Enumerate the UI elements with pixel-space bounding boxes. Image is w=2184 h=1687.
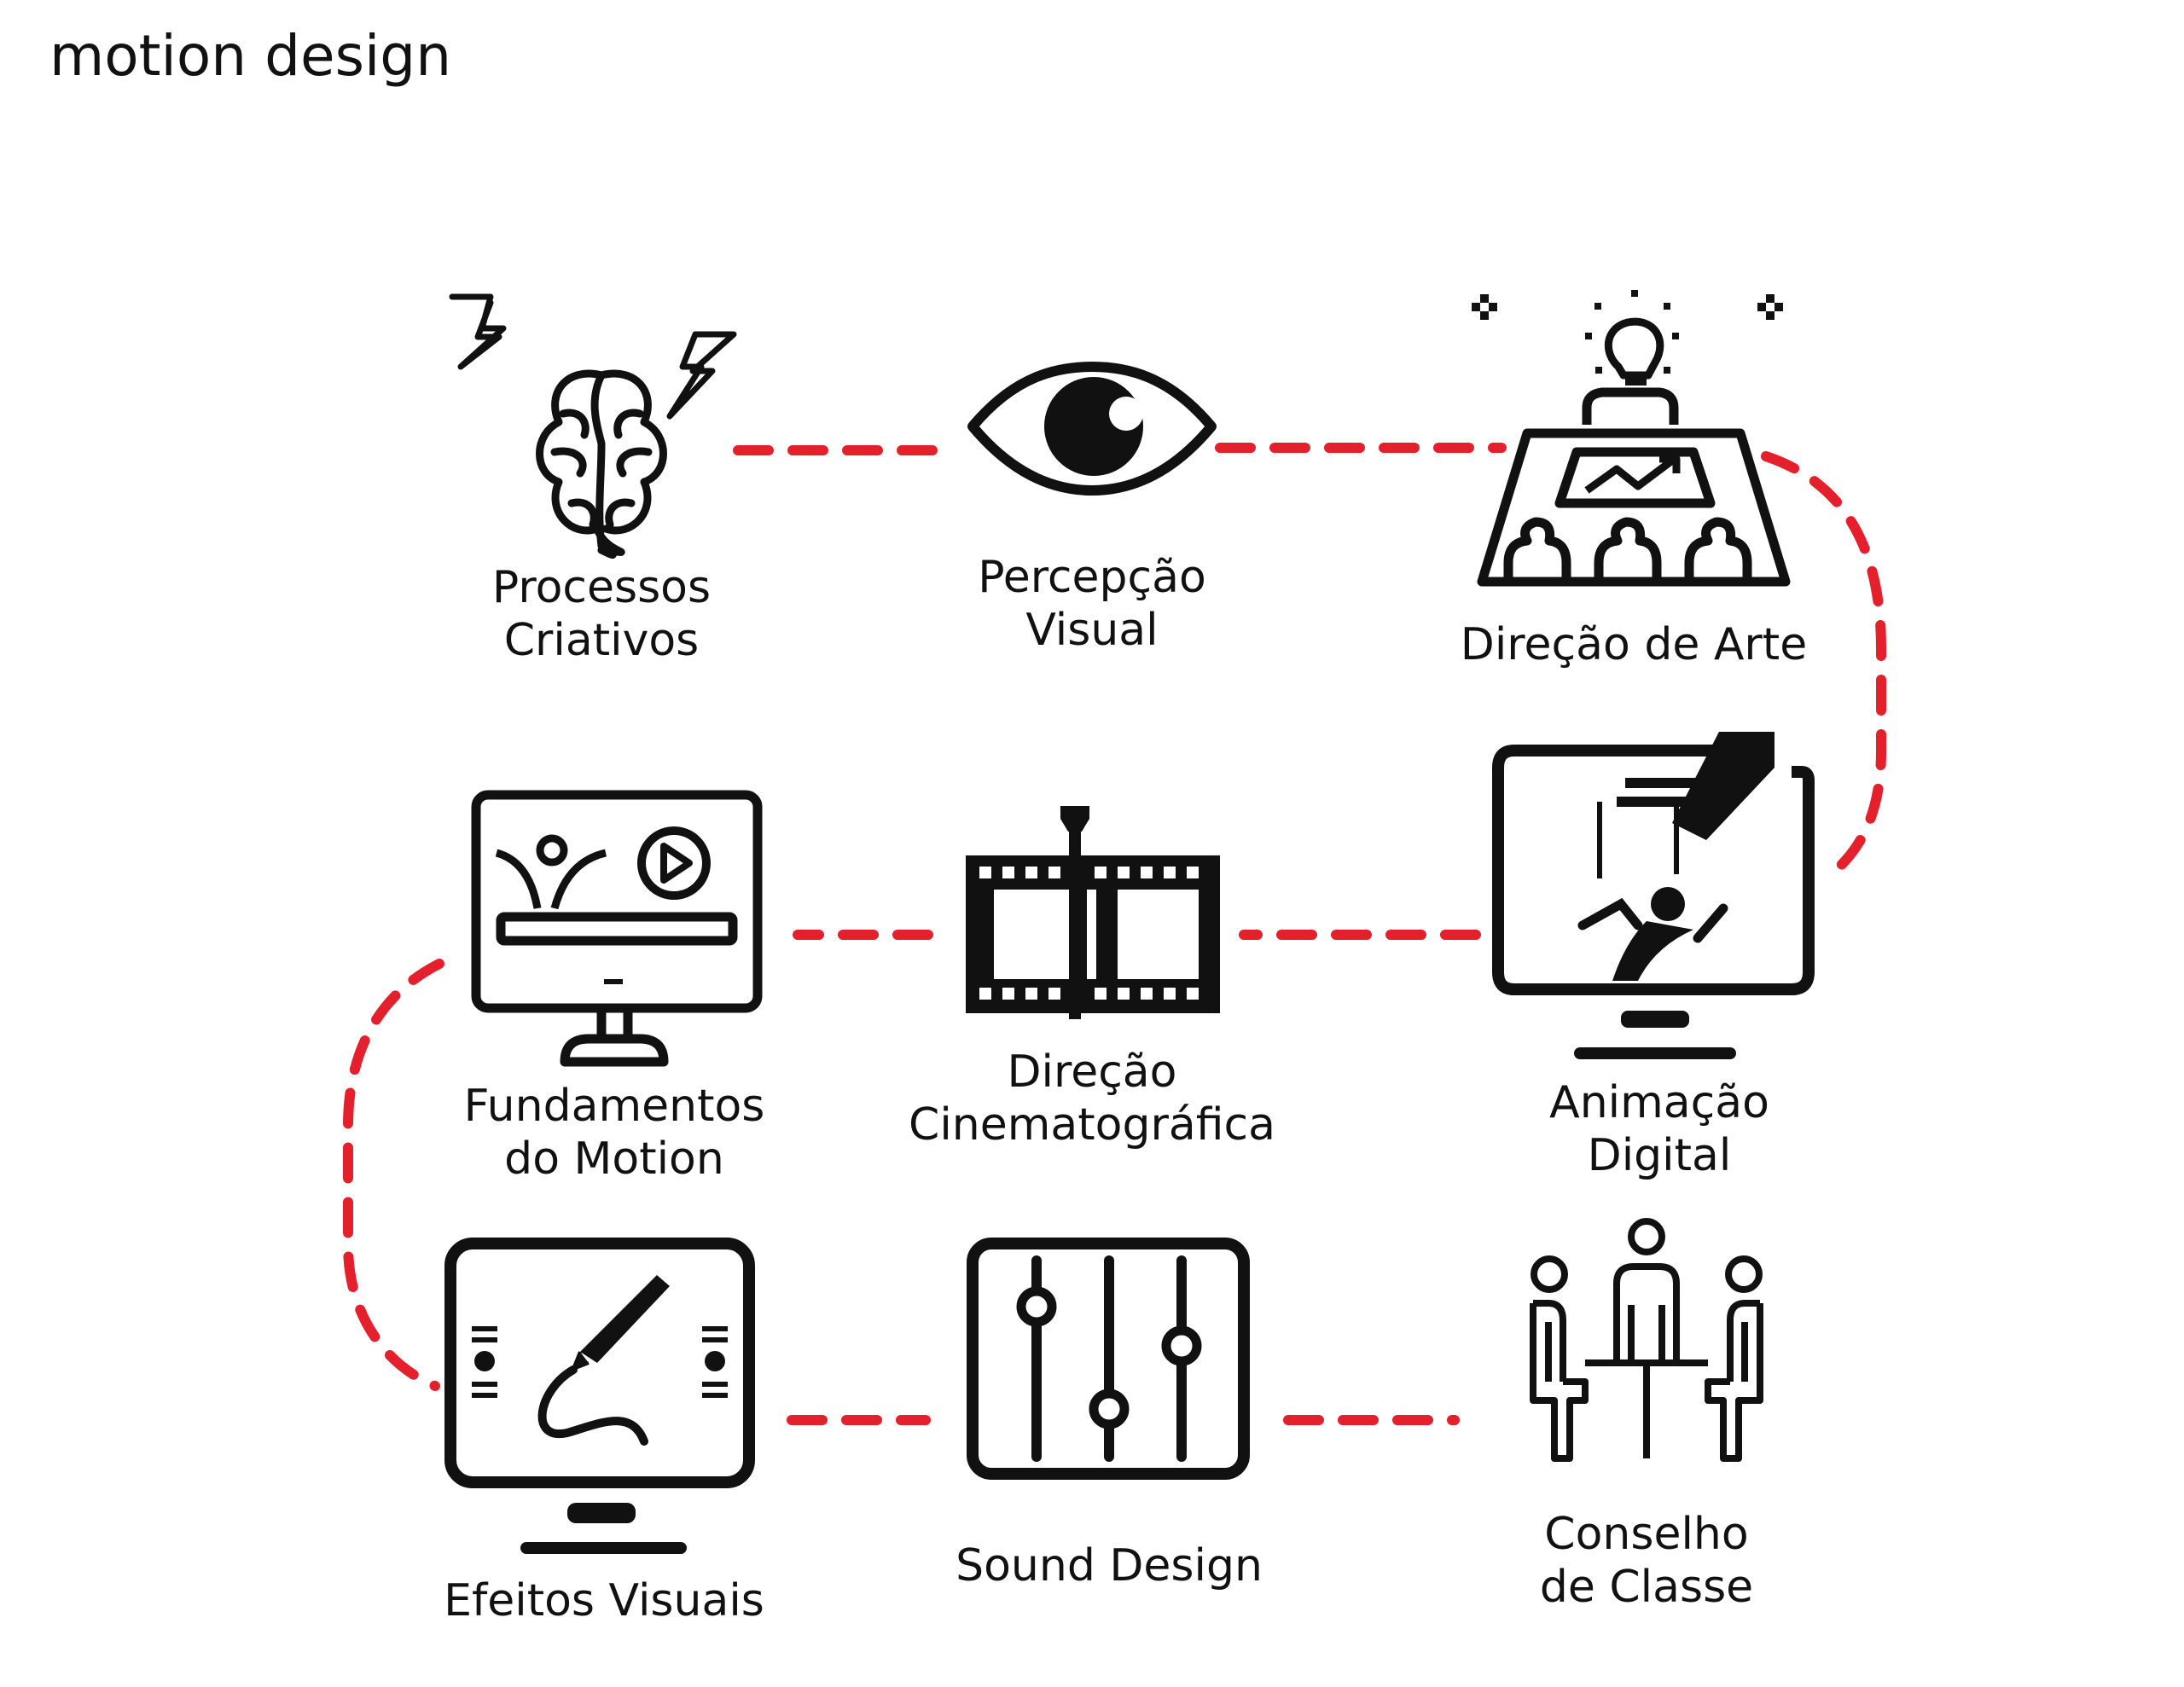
label-line: Processos — [491, 562, 712, 613]
label-line: Percepção — [978, 552, 1206, 603]
meeting-table-people-icon — [1530, 1218, 1763, 1462]
label-line: Visual — [1025, 605, 1159, 656]
label-line: Sound Design — [956, 1540, 1263, 1591]
label-direcao-cinematografica: Direção Cinematográfica — [909, 1046, 1275, 1151]
label-line: Cinematográfica — [909, 1099, 1275, 1151]
label-line: Efeitos Visuais — [444, 1575, 764, 1626]
label-line: Animação — [1549, 1077, 1769, 1128]
mixer-sliders-icon — [967, 1238, 1250, 1480]
label-line: Criativos — [503, 615, 700, 666]
label-line: Digital — [1587, 1130, 1732, 1181]
puppet-monitor-icon — [1492, 732, 1815, 1059]
film-strip-icon — [966, 806, 1220, 1019]
label-fundamentos-do-motion: Fundamentos do Motion — [464, 1080, 765, 1186]
label-sound-design: Sound Design — [956, 1539, 1263, 1592]
brain-lightning-icon — [449, 293, 737, 559]
label-line: Conselho — [1544, 1509, 1749, 1560]
page-title: motion design — [49, 23, 452, 89]
label-line: de Classe — [1539, 1562, 1754, 1613]
label-animacao-digital: Animação Digital — [1549, 1076, 1769, 1182]
art-direction-meeting-icon — [1472, 290, 1791, 587]
label-line: Direção de Arte — [1460, 619, 1808, 670]
connector-direcao-arte-animacao — [1761, 451, 1886, 884]
eye-icon — [967, 362, 1217, 496]
label-percepcao-visual: Percepção Visual — [978, 551, 1206, 657]
connectors — [343, 443, 1886, 1425]
label-processos-criativos: Processos Criativos — [492, 561, 711, 667]
label-line: Fundamentos — [463, 1081, 765, 1132]
label-efeitos-visuais: Efeitos Visuais — [444, 1574, 764, 1627]
connector-fundamentos-efeitos — [343, 959, 444, 1391]
monitor-animation-play-icon — [471, 790, 763, 1067]
label-direcao-de-arte: Direção de Arte — [1461, 618, 1807, 671]
tablet-stylus-icon — [444, 1238, 755, 1554]
label-line: Direção — [1007, 1046, 1177, 1098]
label-conselho-de-classe: Conselho de Classe — [1540, 1508, 1753, 1614]
label-line: do Motion — [504, 1133, 724, 1185]
